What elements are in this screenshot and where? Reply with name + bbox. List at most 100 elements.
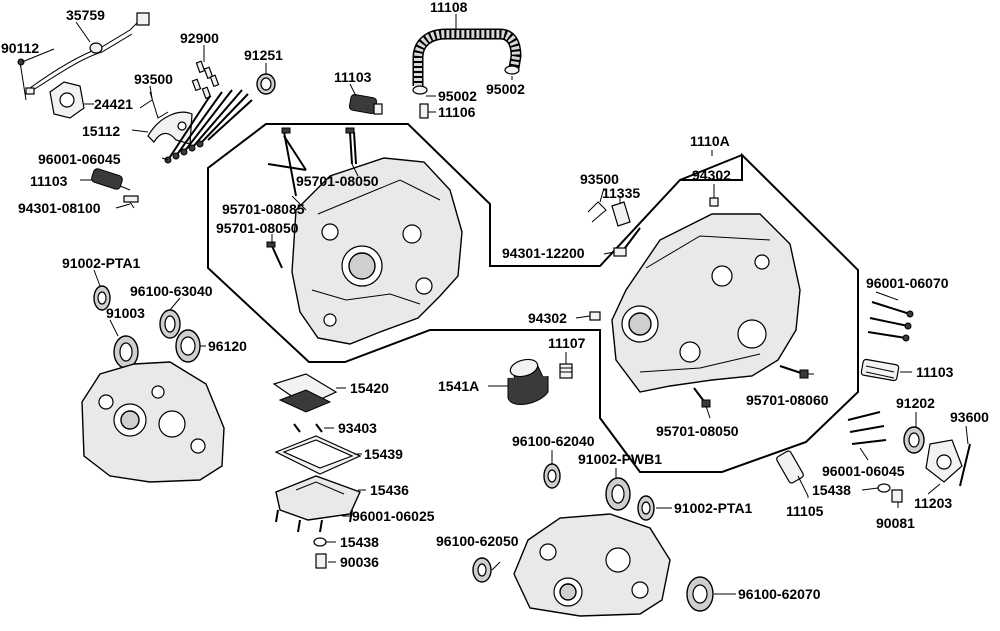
label-11107: 11107: [548, 335, 586, 351]
bearing-91002-PTA1-right: [637, 495, 655, 521]
bolt-93600: [959, 443, 971, 487]
plug-90081: [891, 489, 903, 503]
label-96120: 96120: [208, 338, 247, 354]
oil-seal-91251: [256, 73, 276, 95]
screen-15420-mesh: [278, 389, 332, 413]
plug-94302-lower: [589, 311, 601, 321]
oil-seal-91202: [903, 426, 925, 454]
fitting-11106: [419, 103, 429, 119]
label-91251: 91251: [244, 47, 283, 63]
crankcase-left-half: [291, 157, 463, 345]
label-95701-08085: 95701-08085: [222, 201, 305, 217]
crankcase-left-inner: [81, 361, 225, 483]
label-96001-06045: 96001-06045: [38, 151, 121, 167]
sensor-11103-left: [91, 168, 131, 191]
label-91002-PTA1-left: 91002-PTA1: [62, 255, 141, 271]
label-90036: 90036: [340, 554, 379, 570]
bearing-91002-PTA1-left: [93, 285, 111, 311]
bearing-91002-PWB1: [605, 477, 631, 511]
bearing-91003: [113, 335, 139, 369]
crankcase-right-group-outline: [679, 154, 743, 181]
label-94301-08100: 94301-08100: [18, 200, 101, 216]
seal-15438-right: [877, 483, 891, 493]
label-11108: 11108: [430, 0, 468, 15]
label-35759: 35759: [66, 7, 105, 23]
label-94301-12200: 94301-12200: [502, 245, 585, 261]
label-15438-right: 15438: [812, 482, 851, 498]
bolt-94301-08100: [123, 195, 139, 209]
label-11103-right: 11103: [916, 364, 954, 380]
label-95701-08050-right: 95701-08050: [656, 423, 739, 439]
label-93500-right: 93500: [580, 171, 619, 187]
label-94302-upper: 94302: [692, 167, 731, 183]
oil-pan-15436: [275, 475, 361, 521]
bolt-95701-08050-right: [693, 387, 711, 408]
label-11103-left: 11103: [30, 173, 68, 189]
label-96001-06045-right: 96001-06045: [822, 463, 905, 479]
label-1541A: 1541A: [438, 378, 479, 394]
bearing-96120: [175, 329, 201, 363]
sensor-11105: [776, 450, 809, 497]
bolts-96001-06025: [275, 509, 353, 533]
clip-93500-right: [587, 201, 607, 223]
label-96100-62070: 96100-62070: [738, 586, 821, 602]
label-91003: 91003: [106, 305, 145, 321]
part-labels: 35759 90112 24421 93500 15112 92900 9125…: [1, 0, 989, 602]
label-15112: 15112: [82, 123, 120, 139]
label-96001-06070: 96001-06070: [866, 275, 949, 291]
sensor-cable-35759: [25, 12, 150, 95]
bolt-95701-08060: [779, 365, 809, 379]
label-93600: 93600: [950, 409, 989, 425]
label-15439: 15439: [364, 446, 403, 462]
bolt-95701-08050-lower: [266, 241, 283, 269]
clamp-95002-right: [504, 65, 520, 75]
label-11106: 11106: [438, 104, 476, 120]
label-11103-top: 11103: [334, 69, 372, 85]
leader-lines: [21, 14, 969, 595]
label-95002-left: 95002: [438, 88, 477, 104]
plate-11203: [925, 439, 963, 483]
sensor-11103-top: [348, 93, 383, 115]
gasket-plate-24421: [49, 81, 85, 119]
clamp-95002-left: [412, 85, 428, 95]
label-91202: 91202: [896, 395, 935, 411]
bearing-96100-62070: [686, 576, 714, 612]
screws-93403: [293, 423, 323, 433]
label-96100-62050: 96100-62050: [436, 533, 519, 549]
crankcase-right-inner: [513, 513, 671, 617]
bearing-96100-62040: [543, 463, 561, 489]
sensor-11103-right: [860, 358, 900, 382]
label-11203: 11203: [914, 495, 952, 511]
label-93403: 93403: [338, 420, 377, 436]
bearing-96100-62050: [472, 557, 492, 583]
left-crankcase-group-outline: [207, 123, 859, 473]
label-15438-center: 15438: [340, 534, 379, 550]
bracket-15112: [147, 111, 193, 145]
breather-hose-11108: [412, 28, 522, 86]
label-24421: 24421: [94, 96, 133, 112]
label-95701-08050-top: 95701-08050: [296, 173, 379, 189]
bolts-96001-06070: [867, 301, 914, 342]
washer-15438: [313, 537, 327, 547]
bracket-11335: [611, 201, 631, 227]
dowel-pins-92900: [191, 60, 220, 100]
label-15420: 15420: [350, 380, 389, 396]
label-11105: 11105: [786, 503, 824, 519]
label-95002-right: 95002: [486, 81, 525, 97]
drain-plug-90036: [315, 553, 327, 569]
label-15436: 15436: [370, 482, 409, 498]
clip-93500: [139, 91, 169, 119]
crankcase-right-half: [611, 213, 801, 393]
label-90112: 90112: [1, 40, 39, 56]
label-93500: 93500: [134, 71, 173, 87]
label-94302-lower: 94302: [528, 310, 567, 326]
label-96100-62040: 96100-62040: [512, 433, 595, 449]
label-92900: 92900: [180, 30, 219, 46]
oil-filter-1541A: [507, 358, 549, 406]
label-95701-08060: 95701-08060: [746, 392, 829, 408]
label-95701-08050-left: 95701-08050: [216, 220, 299, 236]
plug-94302-upper: [709, 197, 719, 207]
bolts-95701-08085: [267, 127, 307, 197]
